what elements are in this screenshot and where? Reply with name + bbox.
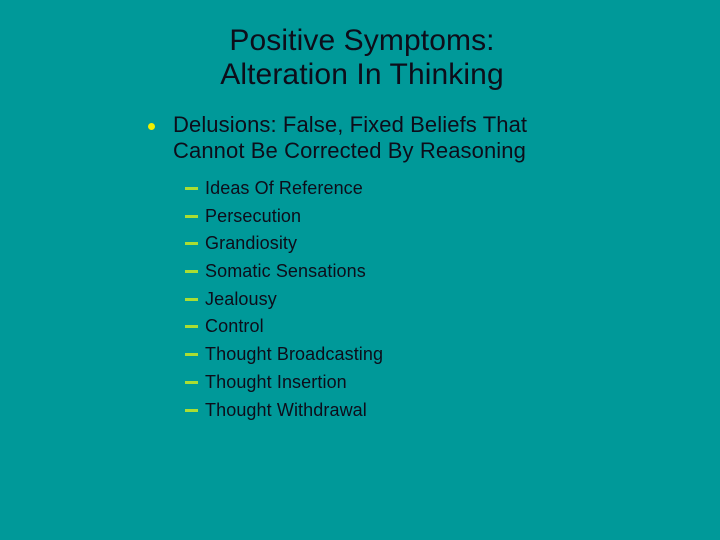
list-item: Ideas Of Reference (0, 177, 720, 205)
list-item-label: Control (205, 316, 264, 337)
list-item: Persecution (0, 205, 720, 233)
slide-title-line-1: Positive Symptoms: (229, 24, 495, 57)
bullet-item-delusions-text: Delusions: False, Fixed Beliefs That Can… (173, 112, 573, 164)
list-item-label: Thought Withdrawal (205, 399, 367, 420)
round-bullet-icon (148, 123, 155, 130)
dash-bullet-icon (185, 242, 198, 246)
dash-bullet-icon (185, 380, 198, 384)
list-item-label: Ideas Of Reference (205, 178, 363, 198)
slide-title-line-2: Alteration In Thinking (220, 58, 504, 91)
dash-bullet-icon (185, 408, 198, 412)
list-item-label: Thought Broadcasting (205, 344, 384, 365)
dash-bullet-icon (185, 297, 198, 301)
list-item: Thought Withdrawal (0, 399, 720, 427)
bullet-item-delusions: Delusions: False, Fixed Beliefs That Can… (0, 112, 720, 164)
bullet-text-line-1: Delusions: False, Fixed Beliefs That (173, 112, 528, 137)
dash-bullet-icon (185, 187, 198, 190)
dash-bullet-icon (185, 214, 198, 218)
list-item-label: Jealousy (205, 288, 277, 309)
list-item: Thought Broadcasting (0, 343, 720, 371)
list-item: Thought Insertion (0, 371, 720, 399)
dash-bullet-icon (185, 353, 198, 357)
slide-title: Positive Symptoms: Alteration In Thinkin… (0, 24, 720, 92)
sub-bullet-list: Ideas Of Reference Persecution Grandiosi… (0, 177, 720, 426)
dash-bullet-icon (185, 270, 198, 274)
list-item: Somatic Sensations (0, 260, 720, 288)
list-item: Jealousy (0, 288, 720, 316)
list-item: Grandiosity (0, 232, 720, 260)
list-item-label: Persecution (205, 205, 302, 226)
list-item-label: Thought Insertion (205, 371, 347, 392)
bullet-text-line-2: Cannot Be Corrected By Reasoning (173, 138, 526, 163)
dash-bullet-icon (185, 325, 198, 329)
list-item-label: Grandiosity (205, 233, 298, 254)
list-item: Control (0, 315, 720, 343)
list-item-label: Somatic Sensations (205, 261, 366, 282)
slide-body: Delusions: False, Fixed Beliefs That Can… (0, 112, 720, 420)
